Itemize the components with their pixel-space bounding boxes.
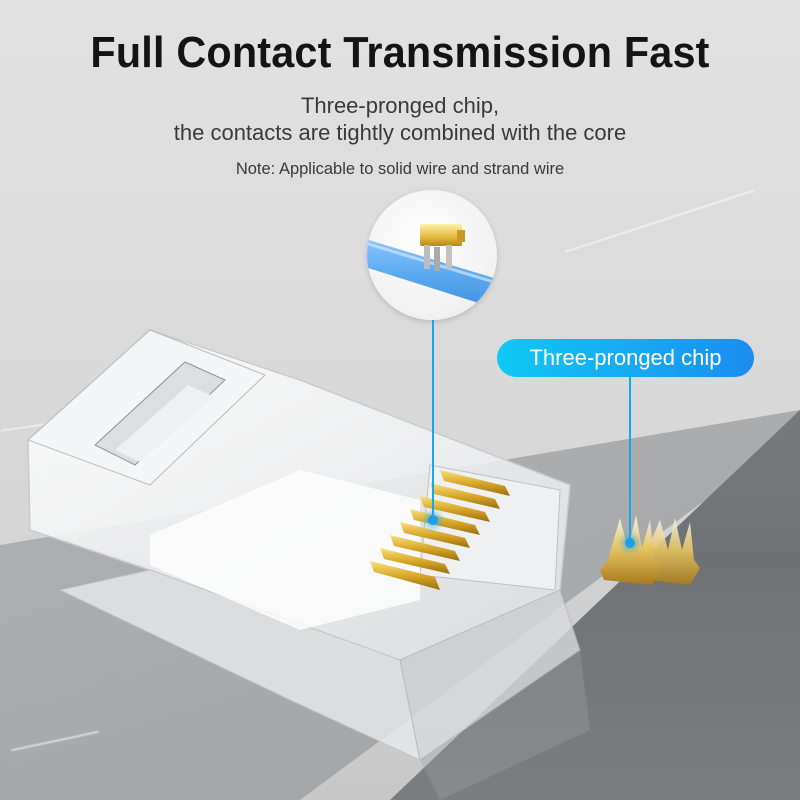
three-pronged-chip-label: Three-pronged chip [497,339,754,377]
subtitle-line-2: the contacts are tightly combined with t… [173,120,627,145]
subtitle: Three-pronged chip, the contacts are tig… [0,92,800,146]
detail-magnifier [367,190,497,320]
callout-dot-chip [625,538,635,548]
gold-contacts [370,470,510,590]
subtitle-line-1: Three-pronged chip, [300,93,500,118]
rj45-connector-icon [27,329,590,800]
callout-dot-connector [428,515,438,525]
callout-line-chip [629,377,631,542]
callout-line-magnifier [432,320,434,520]
wire-contact-detail-icon [367,224,497,309]
page-title: Full Contact Transmission Fast [90,28,710,77]
note-text: Note: Applicable to solid wire and stran… [235,160,565,178]
three-pronged-chip-icon [600,515,700,585]
